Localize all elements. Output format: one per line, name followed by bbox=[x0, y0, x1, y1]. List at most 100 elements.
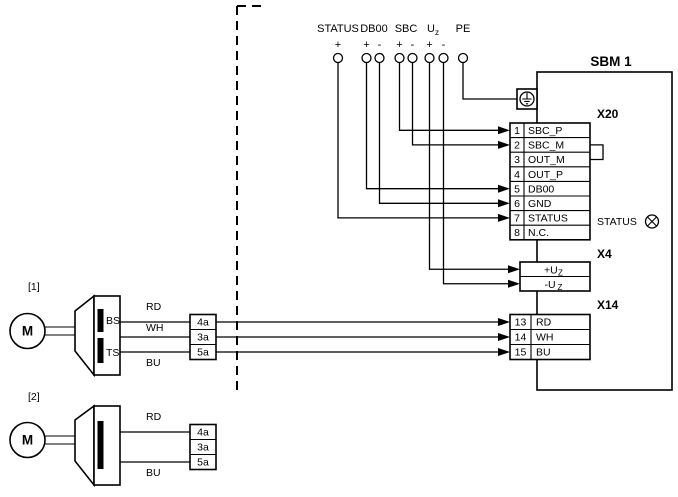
wire-sbc-minus bbox=[411, 62, 498, 146]
x20-jumper-loop bbox=[590, 144, 604, 161]
x14-connector: X14 13 RD 14 WH 15 BU bbox=[509, 298, 619, 361]
arrow-x4-plus bbox=[508, 265, 520, 274]
x20-label: X20 bbox=[597, 107, 619, 121]
motor1-wire-bu-label: BU bbox=[146, 357, 161, 369]
status-led: STATUS bbox=[597, 214, 660, 229]
x4-pin-name: +U bbox=[544, 265, 558, 277]
terminal-uz-label: U bbox=[427, 23, 435, 35]
terminal-pe: PE bbox=[456, 23, 470, 64]
motor2-terminal-4a: 4a bbox=[197, 427, 209, 439]
terminal-status: STATUS + bbox=[317, 23, 359, 64]
arrow-x20-5 bbox=[498, 184, 510, 193]
motor2-shaft bbox=[45, 435, 76, 445]
x20-grid bbox=[510, 123, 590, 240]
x20-pin-name: OUT_M bbox=[528, 154, 565, 166]
x20-pin-num: 1 bbox=[514, 125, 520, 137]
motor2-terminal-grid bbox=[190, 438, 216, 456]
x20-pin-name: OUT_P bbox=[528, 169, 563, 181]
terminal-uz-label-sub: z bbox=[435, 28, 439, 37]
motor1-contact-bottom-label: TS bbox=[106, 347, 119, 359]
motor2-m-label: M bbox=[22, 433, 33, 448]
terminal-status-label: STATUS bbox=[317, 23, 359, 35]
pe-ground-symbol bbox=[516, 88, 538, 110]
wire-db00-minus bbox=[378, 62, 498, 204]
terminal-sbc-minus: - bbox=[411, 39, 415, 51]
motor1-m-label: M bbox=[22, 324, 33, 339]
motor2-plug-wedge bbox=[74, 404, 95, 488]
arrowheads bbox=[498, 126, 520, 356]
x20-pin-num: 7 bbox=[514, 213, 520, 225]
ground-circle bbox=[519, 91, 535, 107]
x20-pin-name: N.C. bbox=[528, 227, 549, 239]
x20-connector: X20 1 SBC_P 2 SBC_M 3 OUT_M 4 OUT_P 5 DB… bbox=[509, 107, 619, 241]
ground-icon bbox=[522, 92, 532, 105]
terminal-pe-circle bbox=[457, 52, 469, 64]
x4-pin-sub: Z bbox=[558, 283, 563, 292]
x4-label: X4 bbox=[597, 247, 612, 261]
x20-pin-num: 5 bbox=[514, 183, 520, 195]
x14-grid bbox=[510, 314, 590, 360]
x20-pin-num: 6 bbox=[514, 198, 520, 210]
arrow-x4-minus bbox=[508, 279, 520, 288]
motor2-terminal-block-box bbox=[189, 423, 217, 471]
x20-pin-num: 2 bbox=[514, 140, 520, 152]
motor1-circle bbox=[9, 312, 46, 350]
arrow-x20-6 bbox=[498, 199, 510, 208]
x20-pin-name: SBC_P bbox=[528, 125, 562, 137]
motor1-terminal-4a: 4a bbox=[197, 317, 209, 329]
arrow-x20-1 bbox=[498, 126, 510, 135]
terminal-uz-minus-circle bbox=[438, 52, 449, 64]
motor-2: [2] M RD BU 4a 3a 5a bbox=[9, 391, 217, 488]
terminal-db00-minus: - bbox=[378, 39, 382, 51]
motor1-terminal-block-box bbox=[189, 313, 217, 361]
x14-pin-name: WH bbox=[536, 332, 554, 344]
status-led-cross bbox=[647, 216, 657, 227]
terminal-db00-plus: + bbox=[363, 39, 369, 51]
x20-pin-name: STATUS bbox=[528, 213, 568, 225]
wire-uz-plus bbox=[428, 62, 508, 270]
x14-pin-name: RD bbox=[536, 317, 552, 329]
terminal-db00: DB00 + - bbox=[360, 23, 388, 64]
terminal-sbc-plus: + bbox=[396, 39, 402, 51]
motor2-terminal-5a: 5a bbox=[197, 457, 209, 469]
terminal-uz-plus: + bbox=[426, 39, 432, 51]
top-terminals: STATUS + DB00 + - SBC + - U z + - PE bbox=[317, 23, 470, 64]
terminal-status-plus: + bbox=[335, 39, 341, 51]
motor2-wire-rd-label: RD bbox=[146, 411, 162, 423]
motor2-wire-bu-label: BU bbox=[146, 467, 161, 479]
arrow-x20-7 bbox=[498, 213, 510, 222]
motor1-terminal-5a: 5a bbox=[197, 347, 209, 359]
terminal-uz: U z + - bbox=[424, 23, 449, 64]
motor1-terminal-block: 4a 3a 5a bbox=[189, 313, 217, 361]
motor2-contact-bar bbox=[97, 421, 104, 469]
motor2-terminal-block: 4a 3a 5a bbox=[189, 423, 217, 471]
arrow-x14-15 bbox=[498, 348, 510, 356]
motor2-ref: [2] bbox=[28, 391, 40, 403]
wires bbox=[120, 62, 517, 463]
x4-pin-sub: Z bbox=[558, 269, 563, 278]
terminal-uz-plus-circle bbox=[424, 52, 435, 64]
motor1-contact-bar-top bbox=[97, 309, 104, 332]
x14-pin-num: 13 bbox=[515, 317, 527, 329]
status-led-label: STATUS bbox=[597, 216, 637, 228]
terminal-uz-minus: - bbox=[442, 39, 446, 51]
motor1-terminal-grid bbox=[190, 328, 216, 346]
x20-pin-name: DB00 bbox=[528, 183, 554, 195]
x14-pin-num: 14 bbox=[515, 332, 527, 344]
motor1-contact-top-label: BS bbox=[106, 315, 120, 327]
motor2-circle bbox=[9, 421, 46, 459]
motor1-wire-rd-label: RD bbox=[146, 301, 162, 313]
x4-connector: X4 +U Z -U Z bbox=[519, 247, 612, 292]
wire-motor1-rd-wh-bu bbox=[120, 321, 498, 353]
status-led-icon bbox=[644, 214, 660, 229]
wire-sbc-plus bbox=[398, 62, 498, 131]
x4-pin-name: -U bbox=[545, 279, 556, 291]
wire-uz-minus bbox=[442, 62, 508, 285]
arrow-x14-14 bbox=[498, 333, 510, 341]
x20-pin-name: SBC_M bbox=[528, 140, 564, 152]
terminal-sbc-minus-circle bbox=[407, 52, 418, 64]
x20-pin-num: 8 bbox=[514, 227, 520, 239]
motor-1: [1] M BS TS RD WH BU 4a 3a 5a bbox=[9, 281, 217, 378]
sbm-title: SBM 1 bbox=[590, 54, 632, 69]
